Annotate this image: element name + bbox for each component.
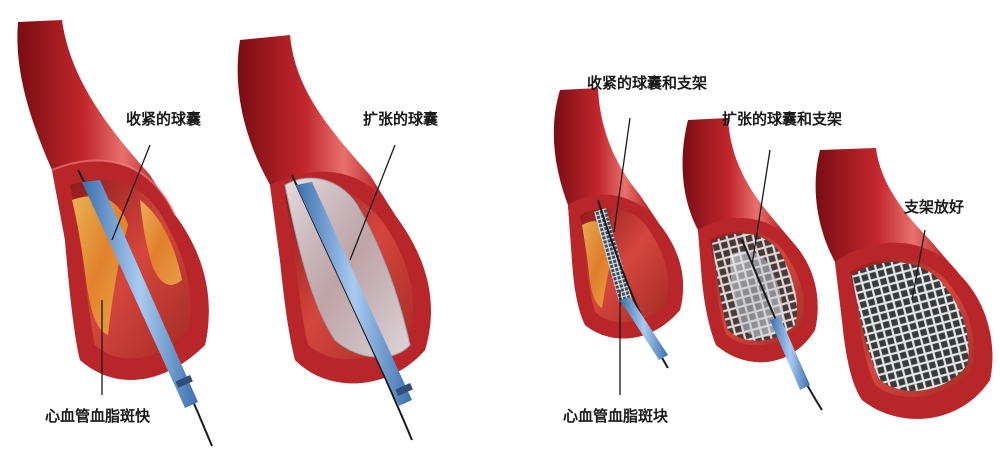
label-stent-deployed: 支架放好 — [903, 198, 964, 216]
plaque-deposit-right — [140, 200, 182, 285]
artery-stent-deployed — [815, 148, 993, 419]
label-plaque-left: 心血管血脂斑快 — [45, 407, 151, 425]
label-plaque-right: 心血管血脂斑块 — [563, 407, 669, 425]
catheter — [770, 317, 810, 390]
artery-collapsed-balloon-stent — [553, 88, 684, 369]
artery-expanded-balloon-stent — [682, 118, 823, 411]
expanded-balloon — [730, 251, 784, 337]
catheter-marker — [395, 383, 413, 396]
leader-line — [911, 229, 926, 301]
leader-line — [349, 144, 396, 261]
leader-line — [613, 117, 631, 233]
leader-line — [751, 149, 771, 266]
leader-line — [111, 144, 151, 241]
deployed-stent — [852, 262, 969, 391]
label-expanded-balloon: 扩张的球囊 — [363, 110, 439, 128]
labels: 收紧的球囊 扩张的球囊 心血管血脂斑快 收紧的球囊和支架 扩张的球囊和支架 支架… — [45, 74, 964, 425]
artery-expanded-balloon — [237, 35, 431, 441]
label-expanded-balloon-stent: 扩张的球囊和支架 — [722, 110, 842, 128]
label-collapsed-balloon: 收紧的球囊 — [126, 110, 202, 128]
catheter-marker — [175, 375, 193, 388]
catheter — [296, 182, 412, 406]
catheter — [620, 297, 668, 360]
crimped-stent — [594, 208, 632, 305]
catheter — [82, 180, 198, 408]
label-collapsed-balloon-stent: 收紧的球囊和支架 — [587, 74, 707, 92]
artery-rim — [51, 159, 176, 216]
artery-collapsed-balloon — [17, 20, 213, 447]
